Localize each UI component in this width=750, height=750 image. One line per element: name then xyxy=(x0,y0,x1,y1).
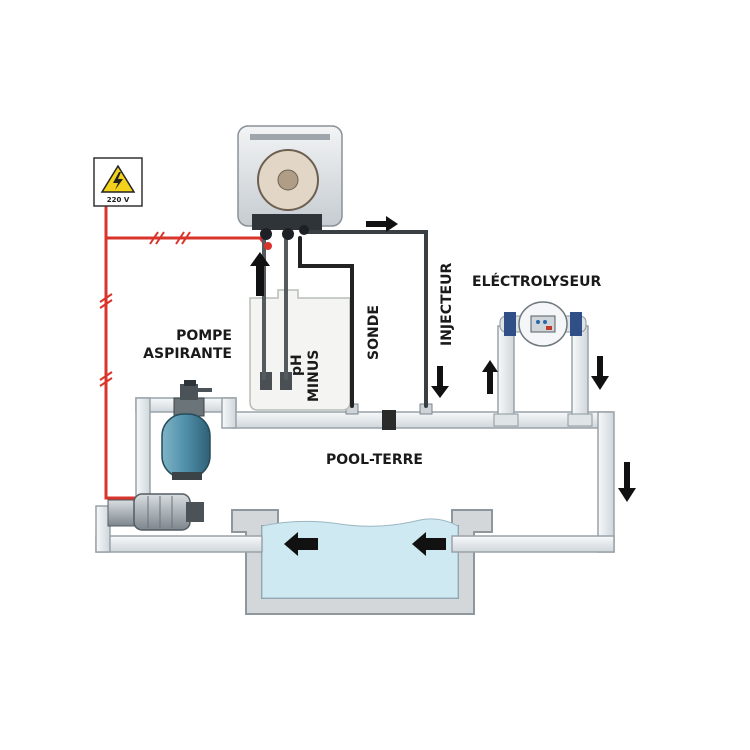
arrow-right-icon xyxy=(366,216,398,232)
chemical-canister-icon xyxy=(249,289,351,411)
arrow-down-icon xyxy=(431,366,449,398)
pool-water xyxy=(261,518,459,599)
pump-label-line2: ASPIRANTE xyxy=(143,346,232,362)
flow-arrows xyxy=(250,216,636,556)
filter-tank xyxy=(161,413,211,479)
cable-break-marks xyxy=(99,231,191,387)
pump-label-line1: POMPE xyxy=(176,328,232,344)
circulation-pump-icon xyxy=(107,493,204,531)
electrolyser-union xyxy=(504,312,516,336)
salt-electrolyser-icon xyxy=(499,301,587,347)
injecteur-label: INJECTEUR xyxy=(439,263,455,346)
right-descent-pipe xyxy=(597,411,615,553)
arrow-up-icon xyxy=(482,360,498,394)
pool-earth-connector-icon xyxy=(382,410,396,430)
injection-hose xyxy=(304,230,428,408)
arrow-up-icon xyxy=(250,252,270,296)
tee-fitting xyxy=(567,413,593,427)
pool xyxy=(231,509,493,615)
power-cable-to-pump xyxy=(104,206,138,500)
labels: POMPE ASPIRANTE pH MINUS SONDE INJECTEUR… xyxy=(143,263,601,468)
pump-base xyxy=(252,214,322,230)
pipework xyxy=(95,325,615,553)
sonde-label: SONDE xyxy=(366,305,382,360)
arrow-down-icon xyxy=(591,356,609,390)
pool-inlet-pipe xyxy=(451,535,615,553)
pool-terre-label: POOL-TERRE xyxy=(326,452,423,468)
arrow-down-icon xyxy=(618,462,636,502)
high-voltage-warning-icon: 220 V xyxy=(93,157,143,207)
tee-fitting xyxy=(493,413,519,427)
suction-pipe xyxy=(95,535,263,553)
electrolyser-up-pipe xyxy=(497,325,515,423)
pump-inlet-pipe xyxy=(95,505,111,553)
voltage-label: 220 V xyxy=(107,196,130,204)
arrow-left-icon xyxy=(284,532,318,556)
suction-weight xyxy=(280,372,292,390)
electrolyser-union xyxy=(570,312,582,336)
ph-label-line2: MINUS xyxy=(306,350,322,402)
probe-cable xyxy=(298,236,354,408)
arrow-left-icon xyxy=(412,532,446,556)
sand-filter-icon xyxy=(161,380,212,480)
filter-side-pipe xyxy=(135,397,151,511)
ph-label-line1: pH xyxy=(289,354,305,376)
peristaltic-pump-icon xyxy=(237,125,343,250)
power-cable-to-doser xyxy=(106,236,270,249)
filter-outlet-elbow xyxy=(221,397,237,429)
electrolyseur-label: ELÉCTROLYSEUR xyxy=(472,273,601,290)
electrolyser-down-pipe xyxy=(571,325,589,423)
